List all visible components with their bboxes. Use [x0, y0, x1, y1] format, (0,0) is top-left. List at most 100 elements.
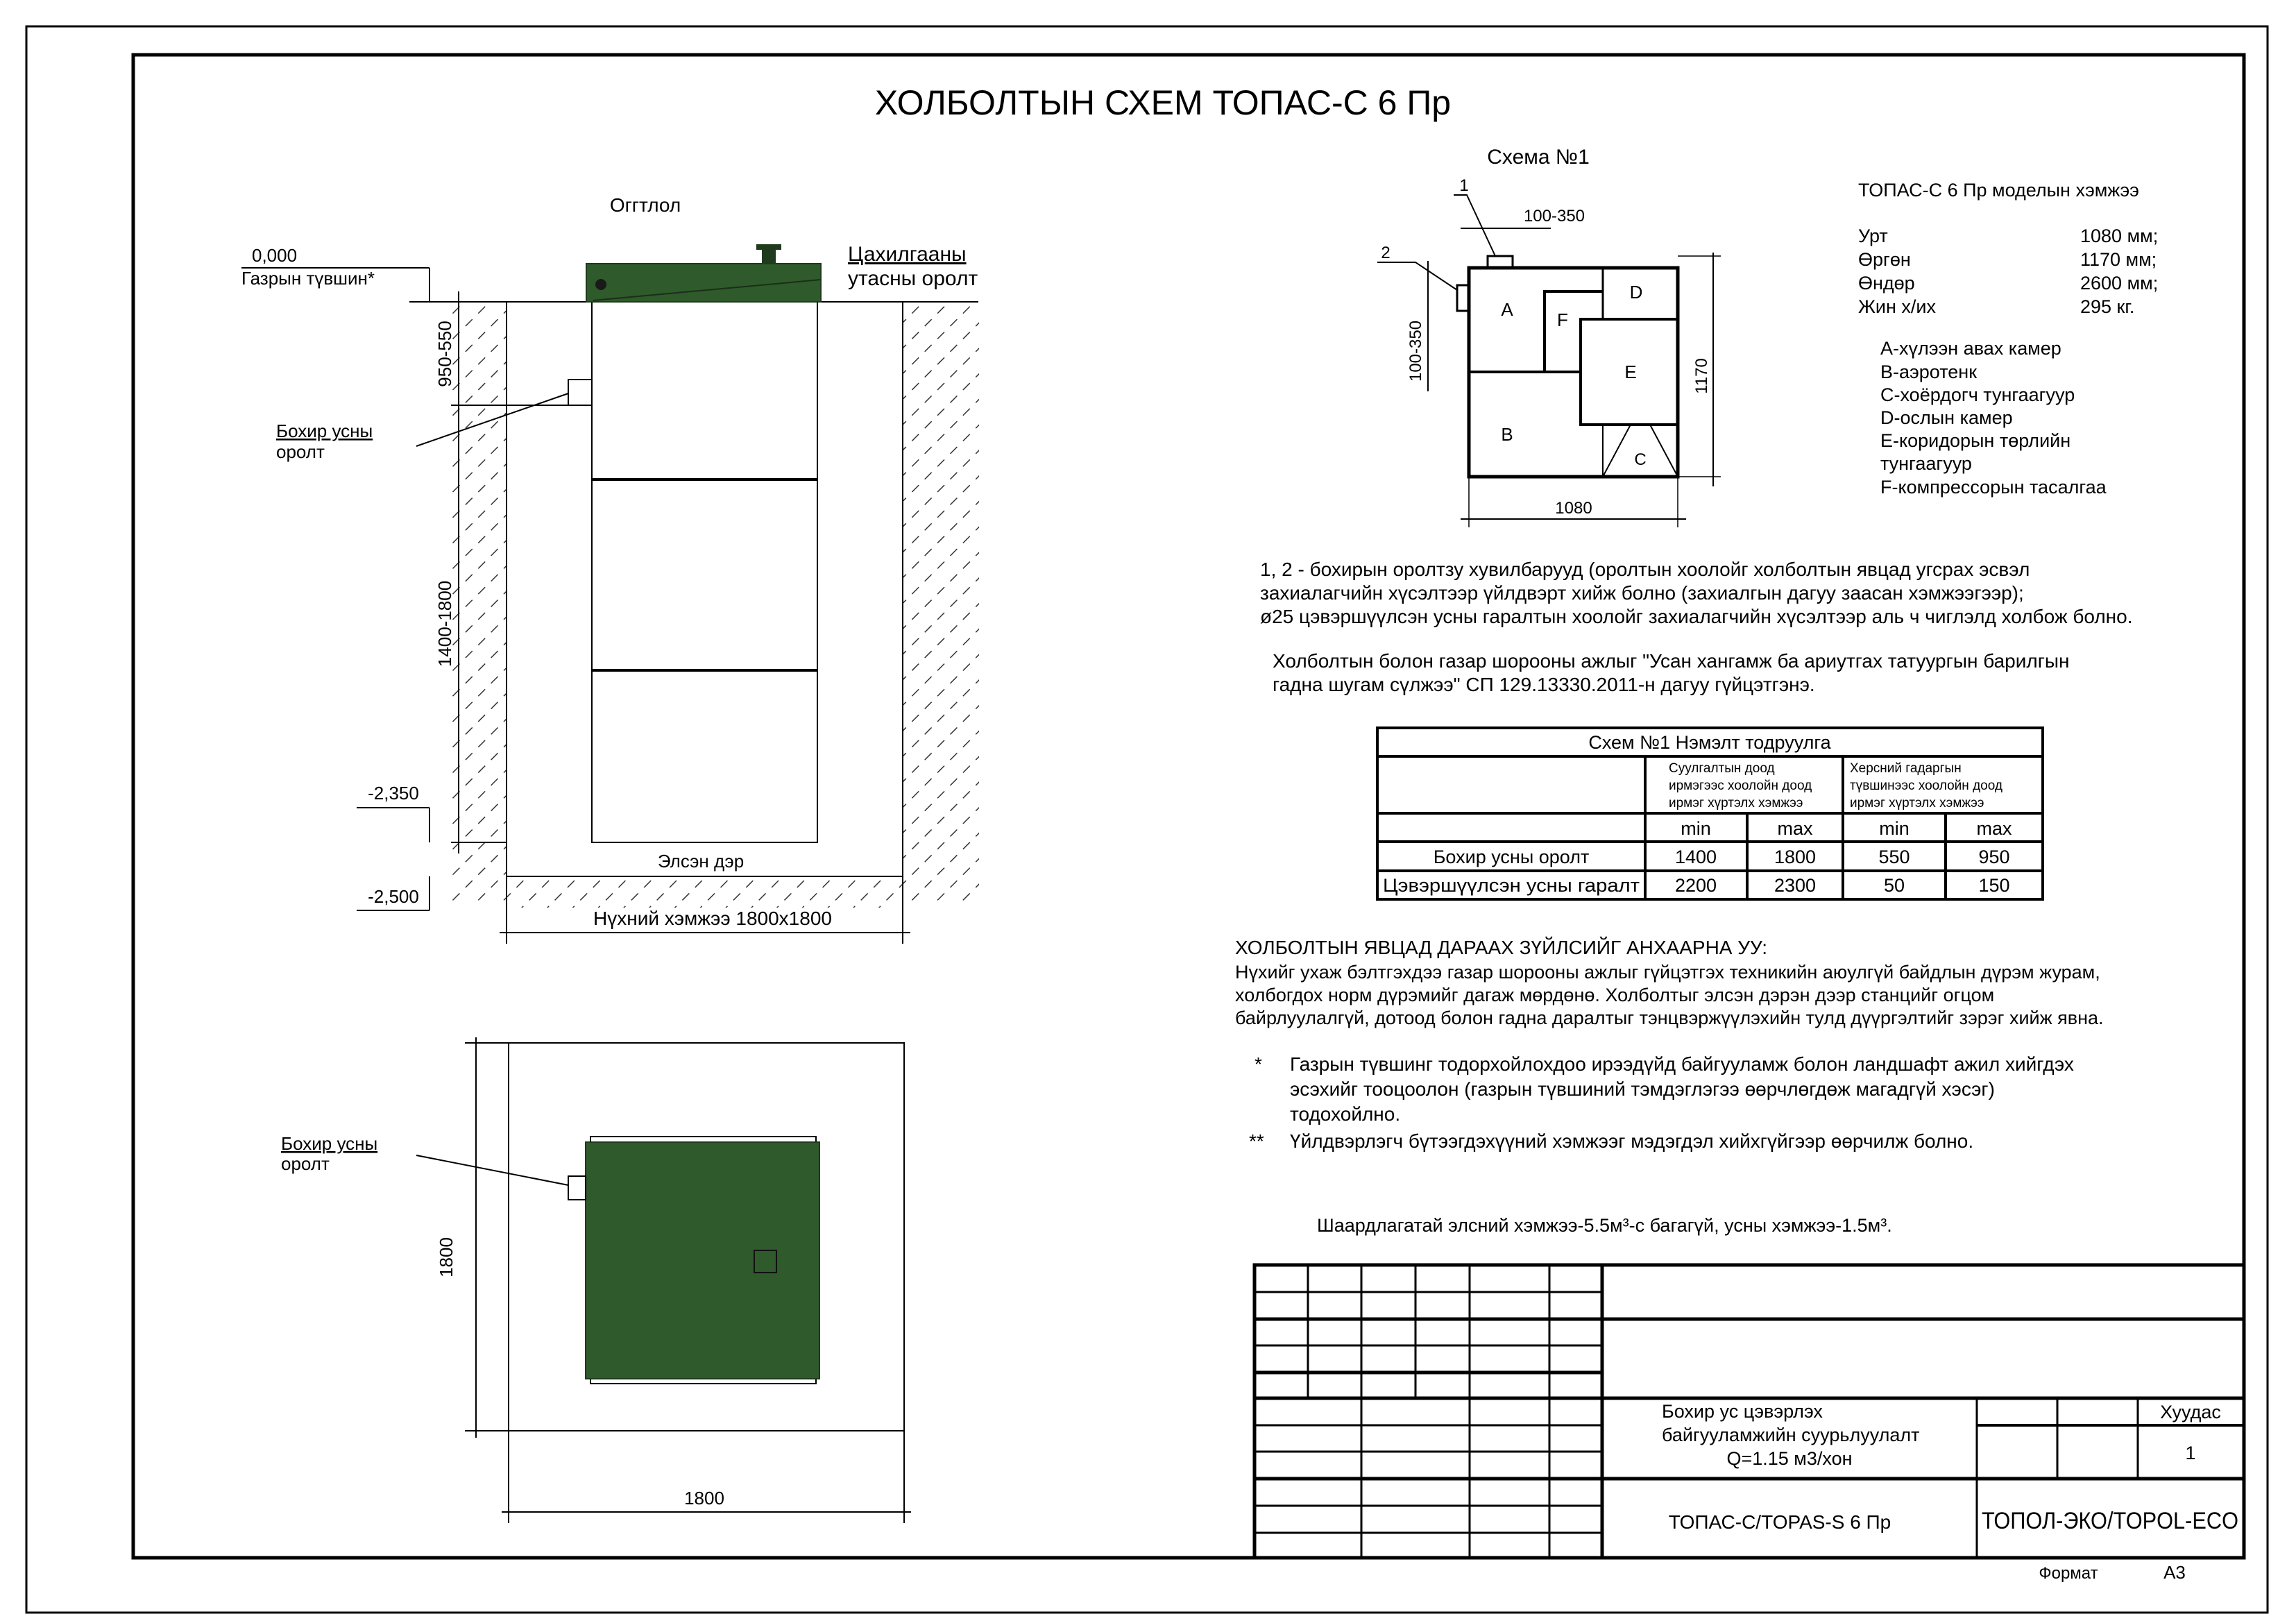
- ground-level-label: Газрын түвшин*: [241, 268, 375, 289]
- table-group-header: түвшинээс хоолойн доод: [1850, 779, 2002, 793]
- ground-level-value: 0,000: [252, 245, 297, 266]
- sand-requirement: Шаардлагатай элсний хэмжээ-5.5м³-с багаг…: [1317, 1215, 1892, 1236]
- table-cell: 2200: [1675, 875, 1717, 896]
- footnote-line: тодохойлно.: [1290, 1103, 1400, 1125]
- inlet-pipe: [568, 1175, 586, 1200]
- footnote-line: Үйлдвэрлэгч бүтээгдэхүүний хэмжээг мэдэг…: [1290, 1130, 1973, 1152]
- title-block-text: Бохир ус цэвэрлэх байгууламжийн суурьлуу…: [1662, 1401, 2238, 1583]
- sheet-number: 1: [2185, 1443, 2195, 1463]
- attention-line: байрлуулалгүй, дотоод болон гадна даралт…: [1235, 1008, 2104, 1028]
- footnote-line: Газрын түвшинг тодорхойлохдоо ирээдүйд б…: [1290, 1053, 2074, 1075]
- tank-lid-plan: [585, 1141, 820, 1379]
- model-specs: ТОПАС-С 6 Пр моделын хэмжээ Урт 1080 мм;…: [1858, 180, 2158, 498]
- note-line: гадна шугам сүлжээ" СП 129.13330.2011-н …: [1273, 674, 1815, 695]
- pit-size-label: Нүхний хэмжээ 1800x1800: [593, 908, 832, 929]
- electric-inlet-label: утасны оролт: [848, 267, 978, 290]
- inlet-label: Бохир усны: [276, 420, 373, 441]
- dim-main-depth: 1400-1800: [434, 581, 455, 667]
- table-row-label: Цэвэршүүлсэн усны гаралт: [1383, 875, 1640, 896]
- table-cell: 950: [1978, 847, 2009, 867]
- table-cell: 150: [1978, 875, 2009, 896]
- marker-2-leader: [1377, 262, 1458, 291]
- legend-item: A-хүлээн авах камер: [1880, 338, 2061, 359]
- project-description: байгууламжийн суурьлуулалт: [1662, 1425, 1920, 1445]
- ground-hatch-right: [903, 302, 979, 906]
- legend-item: D-ослын камер: [1880, 407, 2013, 428]
- note-line: захиалагчийн хүсэлтээр үйлдвэрт хийж бол…: [1260, 582, 2024, 604]
- inlet-pipe: [568, 379, 593, 406]
- zone-label-f: F: [1557, 309, 1568, 330]
- table-subheader: min: [1681, 818, 1711, 839]
- legend-item: E-коридорын төрлийн: [1880, 430, 2070, 451]
- inlet-label: оролт: [276, 441, 325, 462]
- inner-frame: [131, 53, 2246, 1560]
- spec-label: Өргөн: [1858, 249, 1911, 270]
- sand-backfill: [506, 301, 903, 877]
- dim-vertical: 1800: [436, 1237, 457, 1277]
- format-label: Формат: [2039, 1564, 2098, 1583]
- zone-label-b: B: [1501, 424, 1513, 445]
- vent-icon: [754, 1250, 777, 1273]
- table-cell: 50: [1884, 875, 1905, 896]
- spec-value: 295 кг.: [2080, 296, 2134, 317]
- zone-e: [1579, 318, 1679, 426]
- outer-border: [25, 25, 2269, 1614]
- inlet-label: оролт: [281, 1153, 330, 1174]
- attention-notes: ХОЛБОЛТЫН ЯВЦАД ДАРААХ ЗҮЙЛСИЙГ АНХААРНА…: [1235, 937, 2104, 1236]
- format-value: А3: [2163, 1562, 2186, 1583]
- table-group-header: ирмэгээс хоолойн доод: [1669, 779, 1812, 793]
- level-tank-bottom: -2,350: [368, 783, 419, 804]
- attention-line: Нүхийг ухаж бэлтгэхдээ газар шорооны ажл…: [1235, 962, 2100, 983]
- ground-hatch-bottom: [507, 876, 903, 908]
- table-group-header: ирмэг хүртэлх хэмжээ: [1850, 796, 1984, 810]
- vent-icon: [762, 248, 776, 264]
- lid-lock-icon: [595, 279, 606, 290]
- sand-square: [508, 1042, 905, 1431]
- project-description: Бохир ус цэвэрлэх: [1662, 1401, 1823, 1422]
- zone-label-d: D: [1630, 282, 1643, 303]
- note-line: 1, 2 - бохирын оролтзу хувилбарууд (орол…: [1260, 559, 2030, 580]
- inlet-leader: [416, 1155, 569, 1186]
- section-view-label: Оггтлол: [610, 194, 681, 216]
- spec-value: 1080 мм;: [2080, 226, 2158, 246]
- inlet-leader: [416, 393, 569, 447]
- level-pit-bottom: -2,500: [368, 886, 419, 907]
- dim-horizontal: 1800: [684, 1488, 724, 1509]
- inlet-variant-2: [1456, 284, 1470, 312]
- tank-body: [591, 301, 818, 843]
- inlet-variant-1: [1486, 255, 1514, 269]
- legend-item: C-хоёрдогч тунгаагуур: [1880, 384, 2075, 405]
- plan-view: Бохир усны оролт 1800 1800: [281, 1037, 911, 1523]
- sheet-label: Хуудас: [2160, 1402, 2221, 1422]
- cushion-label-bg: [620, 852, 793, 870]
- marker-2: 2: [1381, 244, 1390, 262]
- title-block: [1252, 1263, 2246, 1560]
- table-cell: 2300: [1774, 875, 1816, 896]
- company-name: ТОПОЛ-ЭКО/TOPOL-ECO: [1982, 1508, 2238, 1534]
- dim-top-offset: 100-350: [1524, 207, 1585, 226]
- spec-label: Өндөр: [1858, 273, 1915, 294]
- table-row-label: Бохир усны оролт: [1434, 847, 1590, 867]
- electric-inlet-label: Цахилгааны: [848, 243, 967, 266]
- table-cell: 550: [1878, 847, 1910, 867]
- table-group-header: Херсний гадаргын: [1850, 761, 1962, 776]
- scheme-1: Схема №1 A B C D E F 1 2 100-350 100-350…: [1377, 146, 1721, 527]
- spec-label: Жин х/их: [1858, 296, 1937, 317]
- model-name: ТОПАС-С/TOPAS-S 6 Пр: [1669, 1511, 1891, 1533]
- scheme-title: Схема №1: [1487, 146, 1590, 169]
- note-line: ø25 цэвэршүүлсэн усны гаралтын хоолойг з…: [1260, 606, 2133, 627]
- table-cell: 1400: [1675, 847, 1717, 867]
- zone-wall: [1543, 290, 1603, 372]
- supplement-table-text: Схем №1 Нэмэлт тодруулга Суулгалтын доод…: [1383, 732, 2012, 896]
- project-capacity: Q=1.15 м3/хон: [1726, 1448, 1852, 1469]
- legend-item: F-компрессорын тасалгаа: [1880, 477, 2107, 498]
- table-title: Схем №1 Нэмэлт тодруулга: [1588, 732, 1831, 753]
- vent-cap-icon: [756, 244, 781, 250]
- page-title: ХОЛБОЛТЫН СХЕМ ТОПАС-С 6 Пр: [875, 83, 1451, 122]
- spec-value: 1170 мм;: [2080, 249, 2157, 270]
- dim-top-depth: 950-550: [434, 321, 455, 386]
- marker-1-leader: [1454, 194, 1496, 257]
- attention-heading: ХОЛБОЛТЫН ЯВЦАД ДАРААХ ЗҮЙЛСИЙГ АНХААРНА…: [1235, 937, 1767, 958]
- table-subheader: max: [1777, 818, 1813, 839]
